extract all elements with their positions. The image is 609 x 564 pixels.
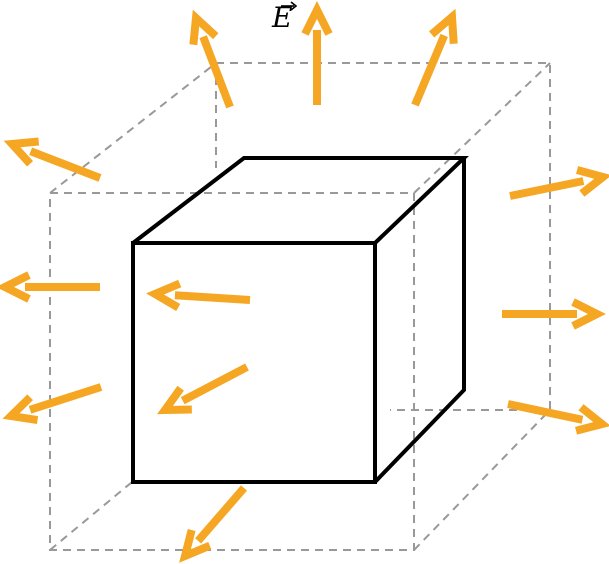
field-arrow-shaft <box>411 33 448 107</box>
field-arrow-shaft <box>29 147 102 182</box>
field-arrow-head-icon <box>576 166 609 197</box>
field-arrow-shaft <box>509 177 585 200</box>
field-arrow-shaft <box>195 485 248 544</box>
field-arrow-head-icon <box>146 279 182 311</box>
field-arrow-shaft <box>199 35 234 109</box>
field-arrow-head-icon <box>301 1 333 36</box>
field-arrow-shaft <box>507 400 584 424</box>
field-arrow-shaft <box>180 363 249 405</box>
outer-dashed-box <box>49 62 551 551</box>
field-arrow-head-icon <box>179 529 212 563</box>
field-label-E: E <box>272 1 293 34</box>
inner-cube <box>131 156 469 484</box>
field-arrow-head-icon <box>575 404 609 435</box>
field-arrow-head-icon <box>189 9 219 46</box>
field-arrow-head-icon <box>429 8 458 45</box>
field-arrow-shaft <box>174 291 251 304</box>
field-arrow-head-icon <box>2 394 39 425</box>
field-arrow-head-icon <box>3 137 40 167</box>
field-arrow-head-icon <box>571 298 606 330</box>
field-arrow-head-icon <box>157 385 192 415</box>
vector-arrow-icon <box>281 1 298 11</box>
field-arrow-shaft <box>28 383 103 414</box>
field-arrow-head-icon <box>0 271 31 303</box>
